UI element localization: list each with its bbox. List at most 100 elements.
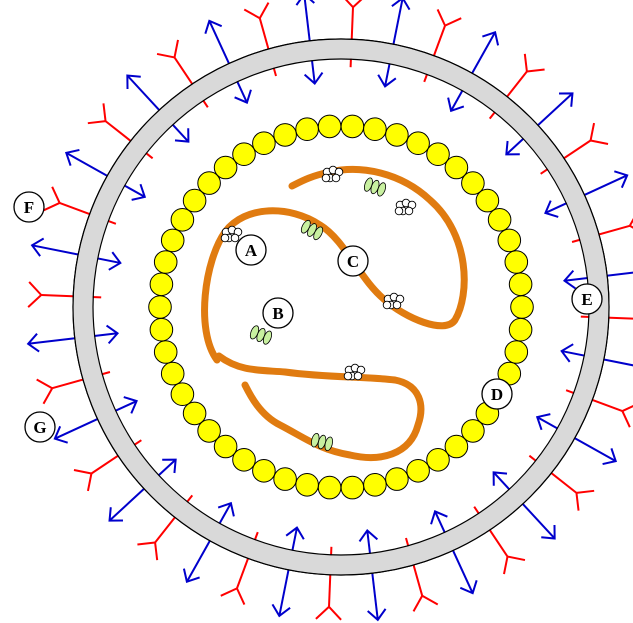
capsomere — [340, 475, 365, 500]
label-A-text: A — [245, 241, 258, 260]
neuraminidase-spike — [358, 528, 387, 622]
capsomere — [340, 114, 365, 139]
capsomere — [444, 434, 469, 459]
label-E-text: E — [581, 290, 592, 309]
capsomere — [426, 448, 450, 472]
capsomere — [170, 208, 195, 232]
spikes-layer — [26, 0, 633, 622]
capsomere — [232, 448, 256, 472]
capsomere — [317, 114, 342, 139]
capsomere — [232, 142, 256, 166]
neuraminidase-spike — [560, 343, 633, 367]
capsomere — [363, 117, 387, 141]
capsomere — [197, 419, 221, 443]
neuraminidase-spike — [505, 92, 574, 156]
neuraminidase-spike — [430, 510, 478, 595]
capsomere — [153, 340, 178, 364]
capsomere — [510, 295, 534, 319]
label-G: G — [24, 411, 56, 443]
neuraminidase-spike — [535, 413, 618, 466]
green-protein-cluster — [311, 432, 333, 452]
neuraminidase-spike — [26, 324, 120, 353]
capsomere — [213, 434, 238, 459]
neuraminidase-spike — [271, 526, 305, 618]
capsomere — [363, 473, 387, 497]
capsomere — [295, 117, 319, 141]
capsomere — [406, 459, 430, 483]
capsomere — [149, 272, 174, 297]
envelope-outer-edge-top — [72, 38, 610, 576]
label-B-text: B — [272, 304, 283, 323]
neuraminidase-spike — [126, 74, 190, 143]
label-C-text: C — [347, 252, 359, 271]
neuraminidase-spike — [562, 269, 633, 290]
capsomere — [149, 317, 174, 342]
neuraminidase-spike — [182, 501, 235, 584]
neuraminidase-spike — [30, 237, 122, 271]
capsomere — [295, 473, 319, 497]
capsomere — [385, 467, 409, 491]
capsomere — [252, 131, 276, 155]
capsomere — [497, 228, 522, 253]
capsomere — [273, 123, 297, 147]
protein-clusters — [220, 165, 417, 452]
label-G-text: G — [33, 418, 46, 437]
white-protein-cluster — [343, 363, 366, 381]
capsomere — [273, 467, 297, 491]
capsomere — [385, 123, 409, 147]
green-protein-cluster — [249, 325, 273, 345]
capsomere — [252, 459, 276, 483]
neuraminidase-spike — [295, 0, 324, 86]
label-A: A — [235, 234, 267, 266]
capsomere — [160, 361, 185, 386]
capsomere — [508, 272, 533, 297]
capsomere — [182, 401, 207, 426]
capsomere — [426, 142, 450, 166]
capsomere — [461, 171, 485, 195]
neuraminidase-spike — [64, 148, 147, 201]
neuraminidase-spike — [544, 170, 629, 218]
label-F: F — [13, 191, 45, 223]
label-B: B — [262, 297, 294, 329]
neuraminidase-spike — [377, 0, 411, 88]
label-D-text: D — [491, 385, 503, 404]
green-protein-cluster — [363, 177, 387, 197]
capsomere — [197, 171, 221, 195]
capsomere — [406, 131, 430, 155]
white-protein-cluster — [321, 165, 344, 183]
label-C: C — [337, 245, 369, 277]
capsomere — [170, 382, 195, 407]
neuraminidase-spike — [204, 19, 252, 104]
rna-strand — [201, 166, 468, 461]
capsomere — [153, 250, 178, 274]
capsomere — [504, 250, 529, 274]
white-protein-cluster — [220, 225, 243, 243]
capsomere — [444, 155, 469, 180]
green-protein-cluster — [300, 219, 324, 241]
capsomere-ring — [148, 114, 534, 500]
capsomere — [461, 419, 485, 443]
capsomere — [317, 475, 342, 500]
label-E: E — [571, 283, 603, 315]
neuraminidase-spike — [492, 471, 556, 540]
neuraminidase-spike — [53, 396, 138, 444]
rna-strand-upper — [201, 166, 468, 364]
neuraminidase-spike — [108, 458, 177, 522]
capsomere — [475, 188, 500, 213]
neuraminidase-spike — [447, 30, 500, 113]
white-protein-cluster — [382, 292, 405, 310]
capsomere — [213, 155, 238, 180]
capsomere — [182, 188, 207, 213]
capsomere — [160, 228, 185, 253]
capsomere — [148, 295, 172, 319]
rna-strand-main — [215, 352, 425, 461]
capsomere — [504, 340, 529, 364]
white-protein-cluster — [394, 198, 417, 216]
labels-layer: A B C D E F G — [13, 191, 603, 443]
label-D: D — [481, 378, 513, 410]
capsomere — [508, 317, 533, 342]
capsomere — [487, 208, 512, 232]
label-F-text: F — [24, 198, 34, 217]
